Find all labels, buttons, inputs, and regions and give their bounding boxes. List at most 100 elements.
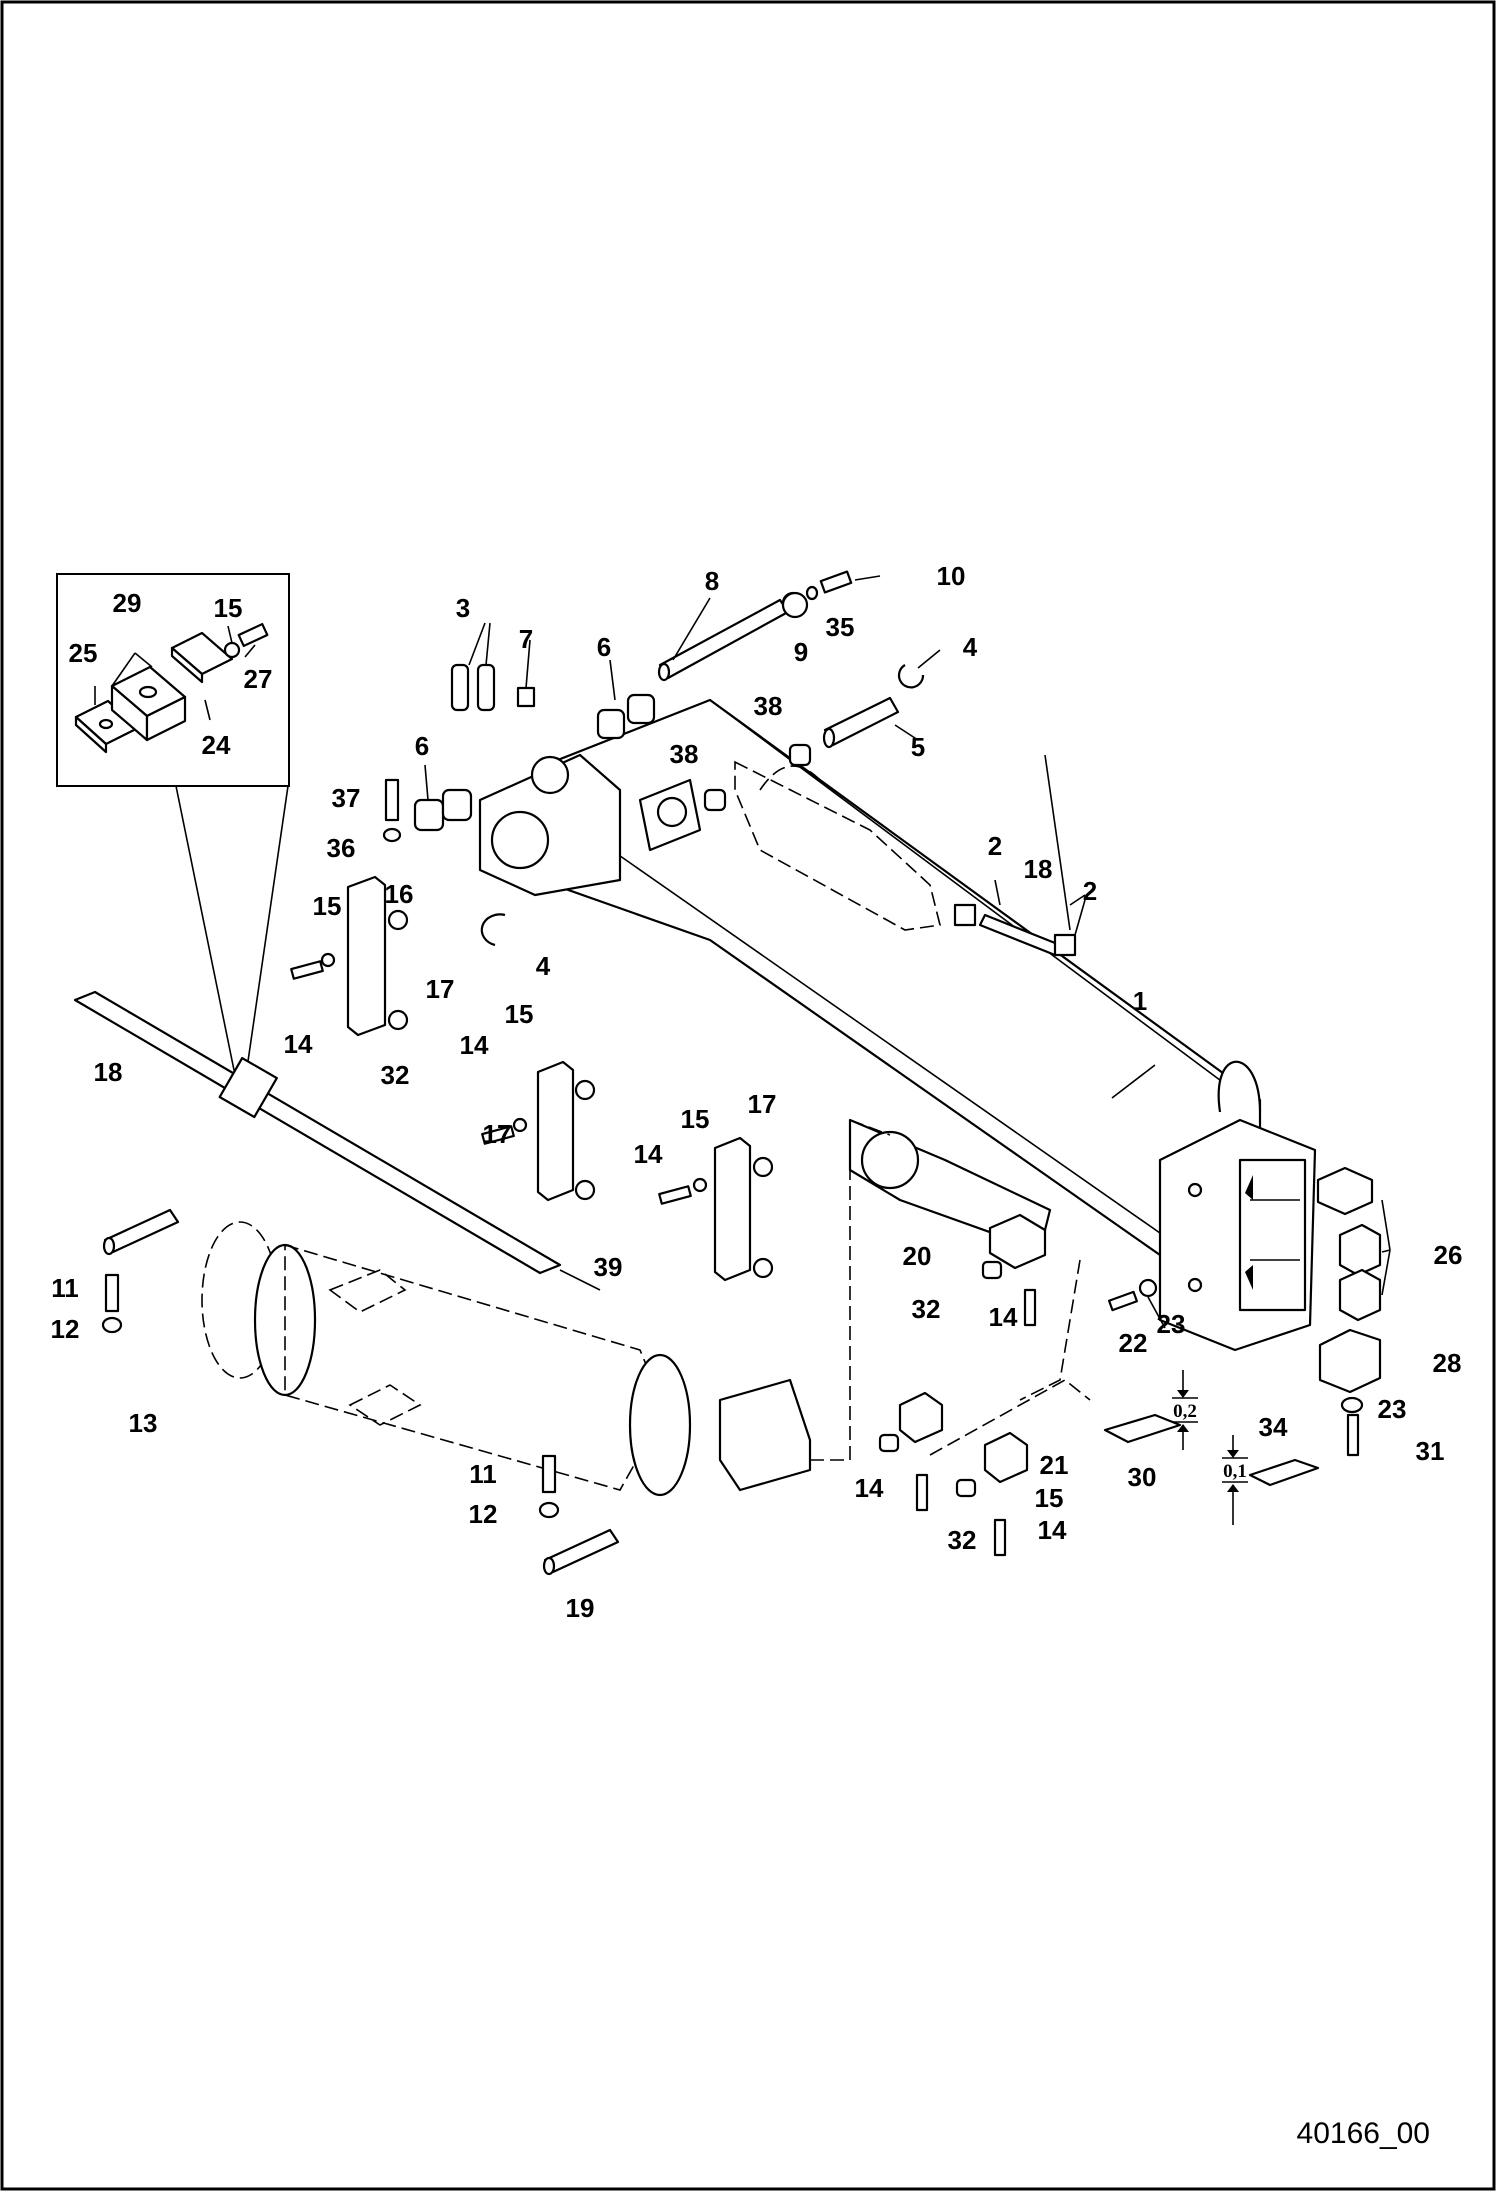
rod-18-long (73, 990, 601, 1291)
callout-part-4: 4 (963, 632, 978, 662)
callout-part-11: 11 (51, 1273, 79, 1303)
clamp-block-24 (110, 665, 187, 742)
callout-part-14: 14 (855, 1473, 884, 1503)
boom-1 (478, 698, 1317, 1352)
callout-part-35: 35 (826, 612, 855, 642)
pin-19 (542, 1528, 620, 1576)
shim-30 (1103, 1413, 1182, 1444)
callout-part-31: 31 (1416, 1436, 1445, 1466)
callout-part-27: 27 (244, 664, 273, 694)
bracket-21b (955, 1431, 1029, 1557)
callout-part-18: 18 (94, 1057, 123, 1087)
callout-part-10: 10 (937, 561, 966, 591)
bracket-20 (981, 1213, 1047, 1327)
pin-5 (822, 664, 925, 749)
callout-part-14: 14 (460, 1030, 489, 1060)
callout-part-5: 5 (911, 732, 925, 762)
callout-part-17: 17 (748, 1089, 777, 1119)
callout-part-15: 15 (1035, 1483, 1064, 1513)
callout-part-37: 37 (332, 783, 361, 813)
grease-block-17c (658, 1136, 774, 1282)
dimension-0-1 (1222, 1435, 1248, 1525)
callout-part-34: 34 (1259, 1412, 1288, 1442)
circlip-4-lower (480, 913, 506, 947)
callout-part-6: 6 (597, 632, 611, 662)
bolt-11-washer-12-upper (101, 1273, 123, 1334)
bushings-6-lower (413, 788, 473, 832)
callout-part-14: 14 (1038, 1515, 1067, 1545)
callout-part-22: 22 (1119, 1328, 1148, 1358)
callout-part-25: 25 (69, 638, 98, 668)
callout-part-3: 3 (456, 593, 470, 623)
bushing-38b (703, 788, 727, 812)
callout-part-24: 24 (202, 730, 231, 760)
callout-part-21: 21 (1040, 1450, 1069, 1480)
bracket-21a (878, 1391, 944, 1512)
callout-part-14: 14 (989, 1302, 1018, 1332)
rod-18-short (953, 903, 1077, 957)
callout-part-12: 12 (51, 1314, 80, 1344)
pin-13 (102, 1208, 180, 1256)
cylinder-lower-dashed (201, 1119, 891, 1497)
washer-15-detail (223, 641, 241, 659)
shim-34 (1248, 1458, 1320, 1487)
callout-part-39: 39 (594, 1252, 623, 1282)
callout-part-4: 4 (536, 951, 551, 981)
callout-part-15: 15 (681, 1104, 710, 1134)
callout-part-8: 8 (705, 566, 719, 596)
callout-part-7: 7 (519, 624, 533, 654)
callout-part-38: 38 (670, 739, 699, 769)
callout-part-28: 28 (1433, 1348, 1462, 1378)
callout-part-15: 15 (313, 891, 342, 921)
bushings-6-upper (596, 693, 656, 740)
callout-part-29: 29 (113, 588, 142, 618)
wear-pad-28 (1318, 1328, 1382, 1457)
detail-inset (56, 573, 290, 1076)
callout-part-20: 20 (903, 1241, 932, 1271)
callout-part-14: 14 (634, 1139, 663, 1169)
callout-part-2: 2 (1083, 876, 1097, 906)
dimension-label: 0,1 (1223, 1461, 1247, 1482)
bolt-27-detail (237, 622, 269, 648)
callout-part-11: 11 (469, 1459, 497, 1489)
washer-9 (781, 591, 809, 619)
grease-block-17a (290, 875, 409, 1037)
callout-part-12: 12 (469, 1499, 498, 1529)
callout-part-32: 32 (912, 1294, 941, 1324)
callout-part-38: 38 (754, 691, 783, 721)
callout-part-23: 23 (1378, 1394, 1407, 1424)
callout-part-2: 2 (988, 831, 1002, 861)
bolt-10-washer-35 (805, 570, 853, 601)
callout-part-26: 26 (1434, 1240, 1463, 1270)
dimension-0-2 (1172, 1370, 1198, 1450)
grease-block-17b (481, 1060, 596, 1202)
callout-part-32: 32 (381, 1060, 410, 1090)
callout-part-13: 13 (129, 1408, 158, 1438)
plate-25 (74, 699, 140, 754)
pin-8 (657, 591, 805, 682)
callout-part-15: 15 (214, 593, 243, 623)
callout-part-18: 18 (1024, 854, 1053, 884)
callout-part-1: 1 (1133, 986, 1147, 1016)
bushing-38a (788, 743, 812, 767)
callout-part-19: 19 (566, 1593, 595, 1623)
dimension-label: 0,2 (1173, 1401, 1197, 1422)
callout-part-15: 15 (505, 999, 534, 1029)
cylinder-upper-dashed (734, 760, 941, 931)
callout-leaders (424, 575, 1391, 1329)
callout-part-17: 17 (426, 974, 455, 1004)
bolt-11-washer-12-lower (538, 1454, 560, 1519)
callout-part-16: 16 (385, 879, 414, 909)
drawing-reference-number: 40166_00 (1297, 2117, 1430, 2150)
callout-part-6: 6 (415, 731, 429, 761)
callout-part-14: 14 (284, 1029, 313, 1059)
callout-part-23: 23 (1157, 1309, 1186, 1339)
wear-pads-3 (450, 663, 496, 712)
callout-part-9: 9 (794, 637, 808, 667)
plate-29 (170, 631, 234, 684)
callout-part-36: 36 (327, 833, 356, 863)
